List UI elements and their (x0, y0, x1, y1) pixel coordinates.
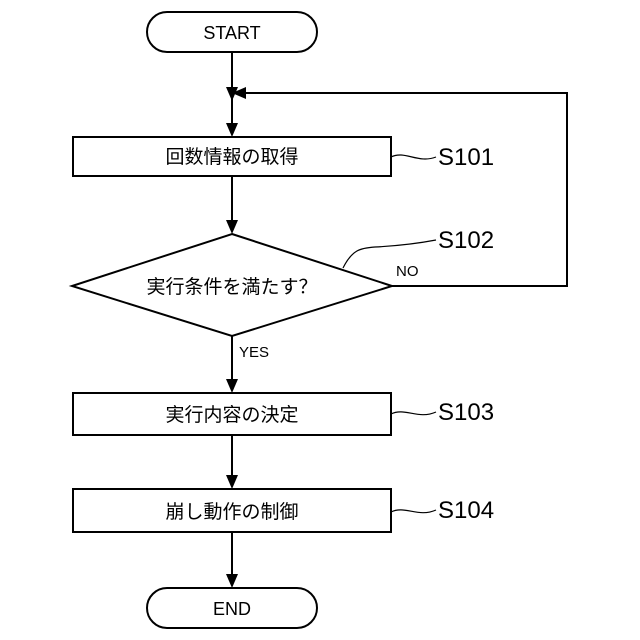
arrowhead-s103 (226, 379, 238, 393)
process-label-s101: 回数情報の取得 (165, 146, 298, 168)
arrowhead-s101 (226, 123, 238, 137)
process-label-s103: 実行内容の決定 (165, 404, 298, 426)
leader-s102 (343, 240, 436, 268)
leader-s101 (391, 155, 436, 159)
step-id-s104: S104 (438, 497, 494, 524)
decision-label-s102: 実行条件を満たす？ (146, 276, 317, 298)
branch-yes-label: YES (239, 344, 269, 361)
leader-s104 (391, 510, 436, 513)
arrowhead-s102 (226, 220, 238, 234)
process-label-s104: 崩し動作の制御 (165, 501, 298, 523)
step-id-s102: S102 (438, 227, 494, 254)
arrowhead-end (226, 574, 238, 588)
arrowhead-s104 (226, 475, 238, 489)
end-label: END (213, 599, 251, 619)
step-id-s101: S101 (438, 144, 494, 171)
leader-s103 (391, 412, 436, 415)
branch-no-label: NO (396, 263, 419, 280)
step-id-s103: S103 (438, 399, 494, 426)
start-label: START (203, 23, 260, 43)
